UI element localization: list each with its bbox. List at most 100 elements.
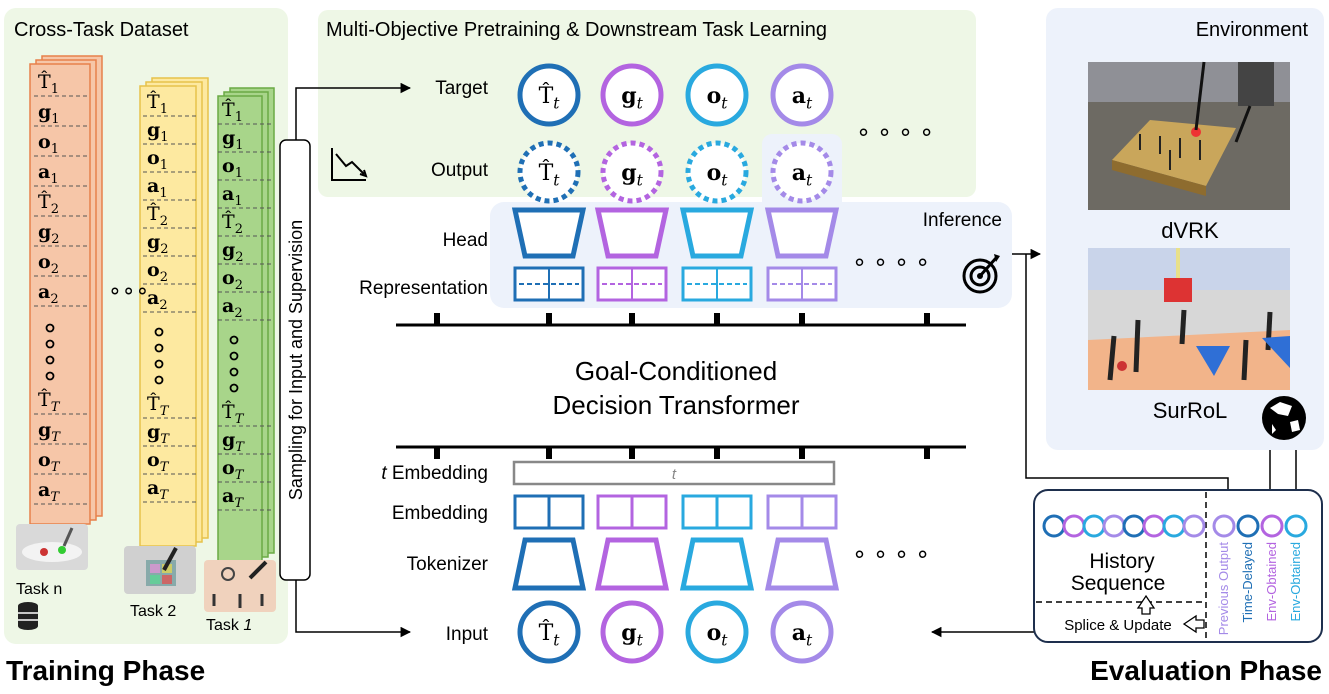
task-1-token: oT: [222, 457, 245, 483]
input-token: at: [792, 620, 813, 650]
head-block: [764, 207, 840, 259]
row-label-input: Input: [446, 624, 489, 645]
target-token: ot: [707, 83, 729, 113]
row-label-t-embedding: t Embedding: [381, 463, 488, 484]
task-n-token: T̂1: [38, 71, 59, 97]
tokenizer-block: [764, 537, 840, 591]
history-new-circle: [1212, 514, 1236, 538]
task-1-token: T̂1: [222, 99, 243, 125]
row-label-output: Output: [431, 160, 489, 181]
row-label-target: Target: [435, 78, 489, 99]
history-circle: [1122, 514, 1146, 538]
task-n-token: a2: [38, 281, 59, 307]
task-n-token: T̂T: [38, 389, 61, 415]
target-circle: [770, 63, 834, 127]
task-1-thumbnail: [204, 560, 276, 612]
columns-ellipsis-top: ∘∘∘∘: [856, 119, 940, 146]
rail-tick: [629, 447, 635, 459]
surrol-label: SurRoL: [1153, 398, 1228, 423]
rail-tick: [546, 447, 552, 459]
columns-ellipsis-mid: ∘∘∘∘: [852, 249, 936, 276]
history-circle: [1162, 514, 1186, 538]
task-n-thumbnail: [16, 524, 88, 570]
rail-tick: [924, 313, 930, 325]
task-n-token: aT: [38, 479, 60, 505]
globe-icon: [1262, 396, 1306, 440]
rail-tick: [714, 447, 720, 459]
token-column-2: ot ot ot: [679, 63, 755, 664]
task-n-token: o1: [38, 131, 59, 157]
task-1-token: aT: [222, 485, 244, 511]
update-up-arrow-icon: [1136, 594, 1156, 615]
task-n-token: gT: [38, 419, 61, 445]
task-1-token: T̂T: [222, 401, 245, 427]
task-2-token: o2: [147, 259, 168, 285]
history-circle: [1082, 514, 1106, 538]
stacks-ellipsis: ∘∘∘: [108, 278, 149, 303]
transformer-title-line1: Goal-Conditioned: [575, 356, 777, 386]
history-circle: [1142, 514, 1166, 538]
database-icon: [18, 602, 38, 630]
head-block: [511, 207, 587, 259]
history-circles: [1042, 514, 1308, 538]
history-label-line1: History: [1089, 550, 1155, 573]
row-label-tokenizer: Tokenizer: [407, 554, 489, 575]
history-circle: [1062, 514, 1086, 538]
target-icon: [962, 254, 1000, 294]
inference-label: Inference: [923, 210, 1002, 231]
history-new-circle: [1260, 514, 1284, 538]
history-new-circle: [1236, 514, 1260, 538]
task-2-token: g1: [147, 119, 169, 145]
rail-tick: [924, 447, 930, 459]
input-token: ot: [707, 620, 729, 650]
history-circle: [1182, 514, 1206, 538]
task-1-token: o2: [222, 267, 243, 293]
transformer-rail-ticks: [434, 313, 930, 459]
task-2-token: T̂T: [147, 393, 170, 419]
task-2-thumbnail: [124, 546, 196, 594]
history-column-label: Env-Obtained: [1264, 542, 1279, 622]
target-circle: [685, 63, 749, 127]
t-embedding-bar: [512, 460, 836, 486]
task-2-token: T̂1: [147, 91, 168, 117]
output-circle: [517, 140, 581, 204]
target-token: gt: [621, 83, 643, 113]
task-2-label: Task 2: [130, 603, 176, 620]
output-token: ot: [707, 160, 729, 190]
transformer-title-line2: Decision Transformer: [552, 390, 799, 420]
rail-tick: [714, 313, 720, 325]
history-label-line2: Sequence: [1071, 572, 1166, 595]
splice-label: Splice & Update: [1064, 617, 1172, 634]
task-1-token: a1: [222, 183, 243, 209]
columns-ellipsis-bottom: ∘∘∘∘: [852, 541, 936, 568]
task-1-token: g2: [222, 239, 244, 265]
row-label-embedding: Embedding: [392, 503, 488, 524]
pretraining-title: Multi-Objective Pretraining & Downstream…: [326, 19, 827, 41]
dataset-title: Cross-Task Dataset: [14, 19, 189, 41]
history-column-label: Previous Output: [1216, 542, 1231, 636]
row-label-representation: Representation: [359, 278, 488, 299]
task-2-token: a2: [147, 287, 168, 313]
output-token: at: [792, 160, 813, 190]
task-n-token: g2: [38, 221, 60, 247]
output-token: gt: [621, 160, 643, 190]
splice-left-arrow-icon: [1182, 614, 1205, 634]
target-circle: [517, 63, 581, 127]
history-column-label: Env-Obtained: [1288, 542, 1303, 622]
input-circle: [517, 600, 581, 664]
task-2-token: oT: [147, 449, 170, 475]
task-n-token: a1: [38, 161, 59, 187]
environment-title: Environment: [1196, 19, 1309, 41]
target-token: T̂t: [539, 83, 561, 113]
output-circle: [600, 140, 664, 204]
task-1-label: Task 1: [206, 617, 252, 634]
rail-tick: [799, 313, 805, 325]
task-n-token: T̂2: [38, 191, 59, 217]
history-circle: [1042, 514, 1066, 538]
